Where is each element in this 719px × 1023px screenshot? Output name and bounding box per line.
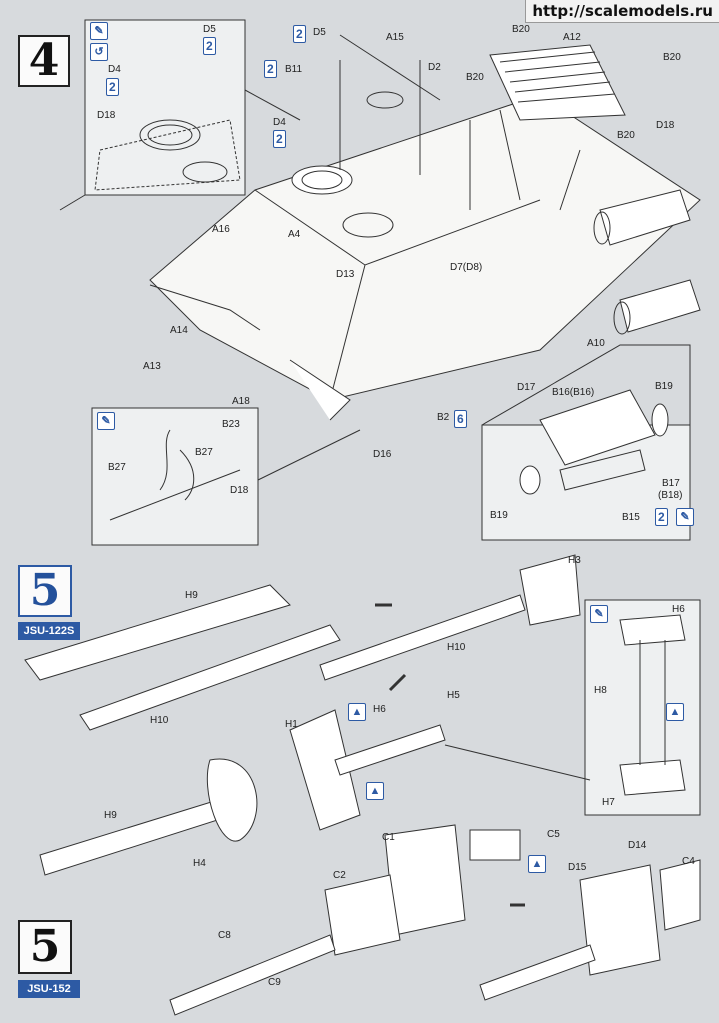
flip-icon: ↺ [90,43,108,61]
label-c4: C4 [682,856,695,867]
x6-badge: 6 [454,410,467,428]
x2-badge: 2 [203,37,216,55]
label-h4: H4 [193,858,206,869]
label-b20-right: B20 [663,52,681,63]
label-h7: H7 [602,797,615,808]
label-d4: D4 [108,64,121,75]
x2-badge: 2 [655,508,668,526]
label-d17: D17 [517,382,536,393]
label-a16: A16 [212,224,230,235]
label-c9: C9 [268,977,281,988]
label-h5: H5 [447,690,460,701]
label-d14: D14 [628,840,647,851]
label-b16: B16(B16) [552,387,594,398]
glue-icon: ▲ [666,703,684,721]
x2-badge: 2 [293,25,306,43]
label-d5-main: D5 [313,27,326,38]
glue-icon: ▲ [528,855,546,873]
label-a18: A18 [232,396,250,407]
label-h6: H6 [373,704,386,715]
paint-icon: ✎ [590,605,608,623]
label-a10: A10 [587,338,605,349]
variant-jsu-122s: JSU-122S [18,622,80,640]
label-b11: B11 [285,64,302,75]
label-d18-main: D18 [656,120,675,131]
x2-badge: 2 [106,78,119,96]
paint-icon: ✎ [90,22,108,40]
label-b27-left: B27 [108,462,126,473]
glue-icon: ▲ [366,782,384,800]
label-d16: D16 [373,449,392,460]
label-d7d8: D7(D8) [450,262,482,273]
watermark[interactable]: http://scalemodels.ru [525,0,719,23]
label-a14: A14 [170,325,188,336]
variant-jsu-152: JSU-152 [18,980,80,998]
label-a4: A4 [288,229,301,240]
label-b20-top: B20 [512,24,530,35]
step-5a-number: 5 [18,565,72,617]
label-b23: B23 [222,419,240,430]
label-h9: H9 [185,590,198,601]
label-b27-right: B27 [195,447,213,458]
label-h8: H8 [594,685,607,696]
label-c2: C2 [333,870,346,881]
label-h10-right: H10 [447,642,466,653]
label-c8: C8 [218,930,231,941]
paint-icon: ✎ [676,508,694,526]
label-d13: D13 [336,269,355,280]
glue-icon: ▲ [348,703,366,721]
label-b19-right: B19 [655,381,673,392]
label-b19-left: B19 [490,510,508,521]
paint-icon: ✎ [97,412,115,430]
label-d2: D2 [428,62,441,73]
step-4-number: 4 [18,35,70,87]
label-a15: A15 [386,32,404,43]
label-d15: D15 [568,862,587,873]
x2-badge: 2 [273,130,286,148]
label-d4-main: D4 [273,117,286,128]
label-a13: A13 [143,361,161,372]
label-b20-mid: B20 [466,72,484,83]
label-h1: H1 [285,719,298,730]
label-b20-low: B20 [617,130,635,141]
label-h3: H3 [568,555,581,566]
label-d18: D18 [97,110,116,121]
label-b18: (B18) [658,490,682,501]
label-h10-left: H10 [150,715,169,726]
label-d5: D5 [203,24,216,35]
label-c5: C5 [547,829,560,840]
label-a12: A12 [563,32,581,43]
x2-badge: 2 [264,60,277,78]
step-5b-number: 5 [18,920,72,974]
label-d18-inset: D18 [230,485,249,496]
label-b17: B17 [662,478,680,489]
label-b2: B2 [437,412,450,423]
label-h9-low: H9 [104,810,117,821]
label-c1: C1 [382,832,395,843]
label-h6-inset: H6 [672,604,685,615]
label-b15: B15 [622,512,640,523]
